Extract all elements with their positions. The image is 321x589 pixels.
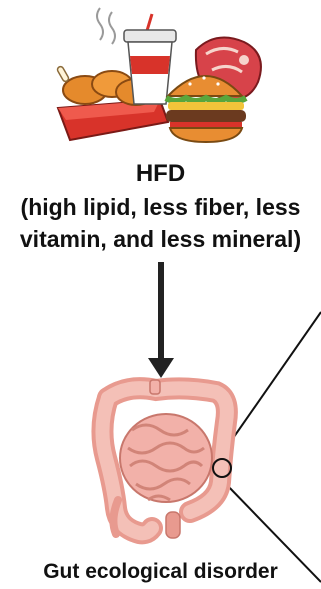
small-intestine xyxy=(120,414,212,502)
zoom-line-top xyxy=(222,312,321,454)
gut-disorder-label: Gut ecological disorder xyxy=(0,560,321,584)
